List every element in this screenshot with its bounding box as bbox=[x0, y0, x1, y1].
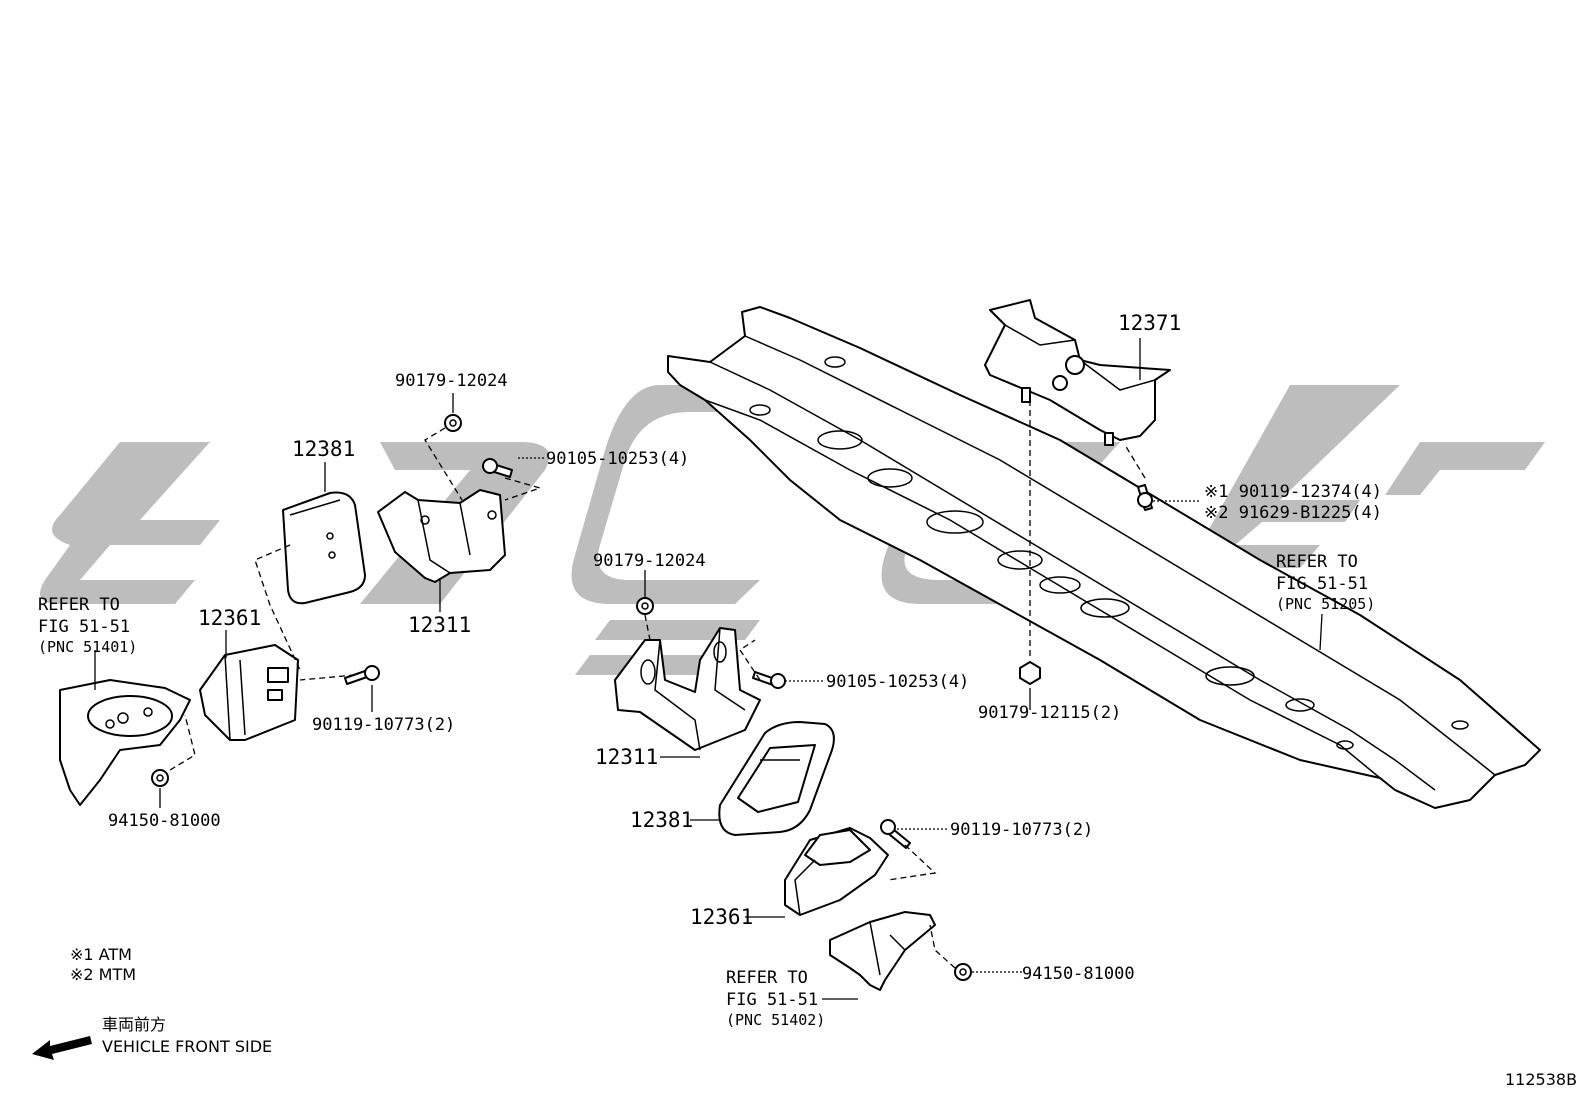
label-90179-12115: 90179-12115(2) bbox=[978, 703, 1121, 723]
reference-right: REFER TO FIG 51-51 (PNC 51205) bbox=[1276, 552, 1375, 613]
label-90105-10253-left: 90105-10253(4) bbox=[546, 449, 689, 469]
label-12311-mid: 12311 bbox=[595, 745, 658, 769]
frame-crossmember bbox=[667, 306, 1541, 809]
label-91629-b1225: ※2 91629-B1225(4) bbox=[1204, 503, 1382, 523]
part-12361-left bbox=[199, 644, 299, 741]
leader-lines bbox=[94, 338, 1323, 1000]
front-arrow-icon bbox=[32, 1036, 92, 1060]
label-12361-mid: 12361 bbox=[690, 905, 753, 929]
label-94150-81000-mid: 94150-81000 bbox=[1022, 964, 1135, 984]
ref-left-line1: REFER TO bbox=[38, 595, 120, 615]
ref-bottom-pnc: (PNC 51402) bbox=[726, 1011, 825, 1029]
label-90105-10253-mid: 90105-10253(4) bbox=[826, 672, 969, 692]
ref-left-line2: FIG 51-51 bbox=[38, 617, 130, 637]
ref-left-pnc: (PNC 51401) bbox=[38, 638, 137, 656]
legend-en: VEHICLE FRONT SIDE bbox=[102, 1037, 272, 1056]
label-12381-left: 12381 bbox=[292, 437, 355, 461]
label-12361-left: 12361 bbox=[198, 606, 261, 630]
part-12361-mid bbox=[784, 827, 889, 916]
ref-right-pnc: (PNC 51205) bbox=[1276, 595, 1375, 613]
notes: ※1 ATM ※2 MTM bbox=[70, 945, 136, 984]
ref-bottom-line2: FIG 51-51 bbox=[726, 990, 818, 1010]
part-12381-left bbox=[282, 491, 366, 605]
engine-bracket-bottom bbox=[829, 911, 936, 991]
part-12371 bbox=[984, 299, 1171, 446]
vehicle-front-legend: 車両前方 VEHICLE FRONT SIDE bbox=[32, 1015, 272, 1060]
part-12311-mid bbox=[614, 627, 761, 751]
reference-left: REFER TO FIG 51-51 (PNC 51401) bbox=[38, 595, 137, 656]
label-90179-12024-mid: 90179-12024 bbox=[593, 551, 706, 571]
label-94150-81000-left: 94150-81000 bbox=[108, 811, 221, 831]
figure-id: 112538B bbox=[1505, 1070, 1577, 1089]
fasteners bbox=[151, 414, 1153, 981]
part-labels: 90179-12024 90105-10253(4) 12381 12311 1… bbox=[108, 311, 1382, 984]
label-90179-12024-left: 90179-12024 bbox=[395, 371, 508, 391]
ref-right-line1: REFER TO bbox=[1276, 552, 1358, 572]
assembly-lines bbox=[169, 400, 1146, 969]
label-12371: 12371 bbox=[1118, 311, 1181, 335]
label-90119-10773-left: 90119-10773(2) bbox=[312, 715, 455, 735]
part-12311-left bbox=[377, 489, 506, 583]
label-12311-left: 12311 bbox=[408, 613, 471, 637]
note-atm: ※1 ATM bbox=[70, 945, 132, 964]
legend-jp: 車両前方 bbox=[102, 1015, 166, 1034]
label-12381-mid: 12381 bbox=[630, 808, 693, 832]
ref-right-line2: FIG 51-51 bbox=[1276, 574, 1368, 594]
part-12381-mid bbox=[718, 721, 835, 836]
ref-bottom-line1: REFER TO bbox=[726, 968, 808, 988]
reference-bottom: REFER TO FIG 51-51 (PNC 51402) bbox=[726, 968, 825, 1029]
note-mtm: ※2 MTM bbox=[70, 965, 136, 984]
label-90119-12374: ※1 90119-12374(4) bbox=[1204, 482, 1382, 502]
label-90119-10773-mid: 90119-10773(2) bbox=[950, 820, 1093, 840]
engine-bracket-left bbox=[59, 679, 191, 806]
